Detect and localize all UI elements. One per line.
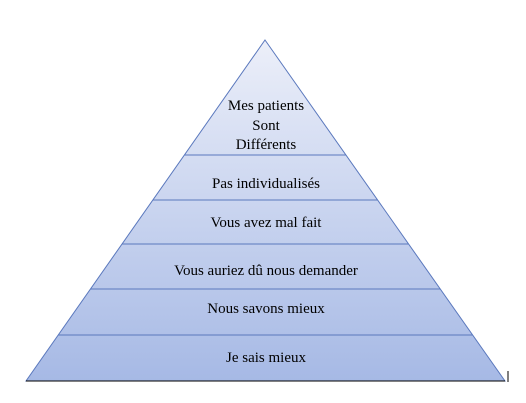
pyramid-shape [25, 39, 506, 382]
tier-3-label: Vous avez mal fait [211, 215, 323, 231]
tier-2-label: Pas individualisés [212, 176, 320, 192]
tier-1-line-2: Sont [252, 118, 280, 134]
tier-4-label: Vous auriez dû nous demander [174, 263, 358, 279]
tier-5-label: Nous savons mieux [207, 301, 325, 317]
tier-1-line-1: Mes patients [228, 98, 304, 114]
tier-1-line-3: Différents [236, 137, 297, 153]
tier-dividers [58, 154, 473, 336]
tier-6-label: Je sais mieux [226, 350, 306, 366]
